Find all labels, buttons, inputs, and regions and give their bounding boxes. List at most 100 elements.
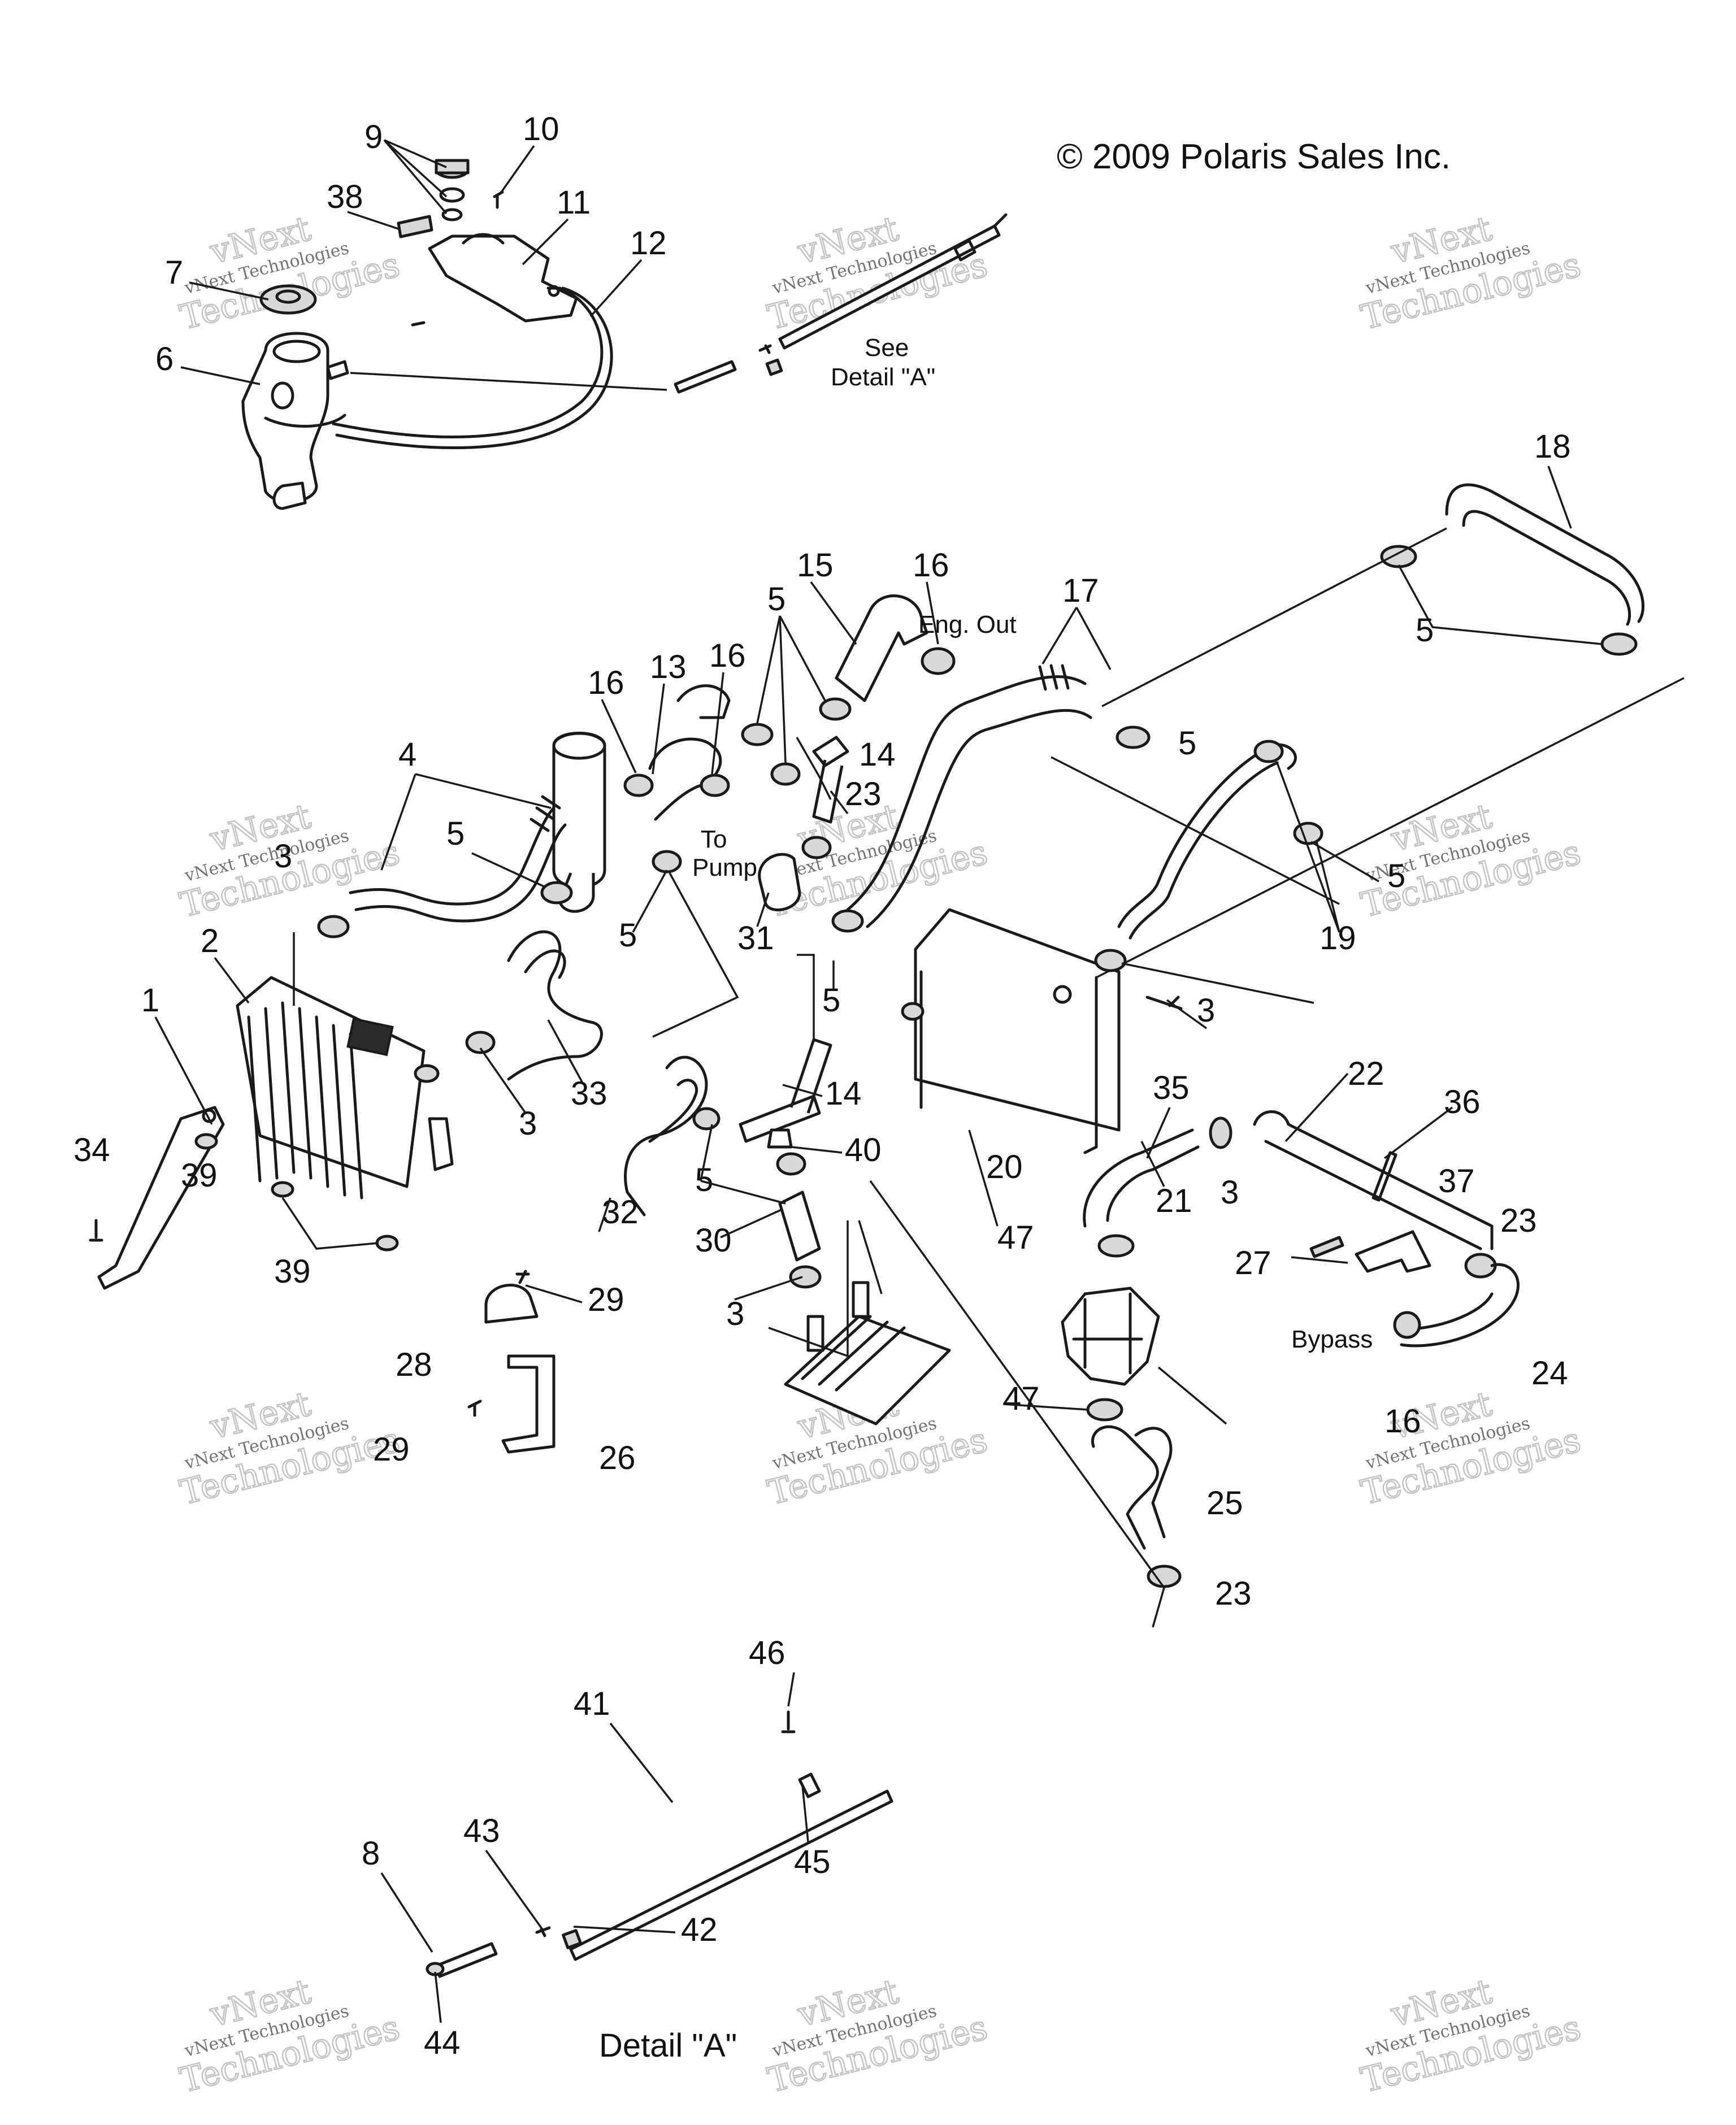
- callout-numbers: 9 10 38 11 7 12 6 18 15 16 17 5 13 16 16…: [73, 111, 1571, 2061]
- leader-line: [797, 954, 815, 1040]
- watermark: vNext vNext Technologies Technologies: [1357, 1971, 1586, 2101]
- watermark: vNext vNext Technologies Technologies: [176, 1971, 405, 2101]
- coolant-hose-22: [1253, 1110, 1494, 1250]
- tube-clamp-45: [798, 1772, 821, 1798]
- leader-line: [787, 1672, 795, 1707]
- callout-number: 43: [463, 1813, 500, 1849]
- engine-outlet-hose: [741, 594, 956, 911]
- hose-clamp: [741, 723, 774, 746]
- watermark: vNext vNext Technologies Technologies: [176, 1384, 405, 1514]
- leader-line: [801, 1785, 809, 1842]
- callout-number: 27: [1235, 1245, 1271, 1281]
- leader-line: [700, 1124, 786, 1205]
- leader-line: [652, 683, 665, 775]
- callout-number: 2: [201, 923, 219, 959]
- leader-line: [1291, 1256, 1348, 1264]
- engine-out-label: Eng. Out: [918, 611, 1017, 638]
- radiator-fins: [247, 1001, 363, 1200]
- leader-line: [926, 581, 939, 645]
- decal: [1309, 1236, 1344, 1258]
- callout-number: 16: [588, 664, 624, 701]
- hose-19: [1094, 740, 1323, 1010]
- leader-line: [810, 581, 857, 645]
- leader-line: [768, 1220, 883, 1358]
- callout-number: 17: [1062, 572, 1099, 609]
- hose-clamp: [801, 836, 832, 859]
- leader-line: [601, 699, 637, 773]
- leader-line: [1398, 564, 1603, 645]
- leader-line: [1121, 962, 1314, 1004]
- grommet: [271, 1181, 294, 1198]
- leader-line: [1284, 1072, 1349, 1142]
- breather-tube: [674, 360, 737, 394]
- leader-line: [1383, 1106, 1453, 1159]
- pump-detail: [1072, 1292, 1143, 1375]
- mount-bracket: [501, 1354, 555, 1454]
- leader-line: [711, 672, 724, 775]
- tube-end: [993, 213, 1008, 228]
- callout-number: 29: [373, 1431, 410, 1468]
- tee-fitting: [739, 1038, 832, 1143]
- leader-line: [796, 737, 832, 800]
- hose-clamp: [1094, 949, 1127, 972]
- see-detail-label: Detail "A": [831, 363, 935, 391]
- leader-line: [189, 281, 269, 301]
- clip-43: [535, 1926, 551, 1937]
- radiator-group: [89, 795, 573, 1290]
- callout-number: 21: [1156, 1183, 1192, 1219]
- bolt: [515, 1270, 530, 1284]
- radiator-hose-upper-edge: [354, 823, 567, 923]
- callout-number: 26: [599, 1440, 636, 1476]
- callout-number: 41: [574, 1685, 610, 1722]
- hose-clamp: [1253, 740, 1284, 763]
- leader-line: [471, 852, 546, 888]
- callout-number: 35: [1153, 1070, 1190, 1106]
- hose-clamp: [1116, 725, 1151, 749]
- leader-line: [1096, 677, 1685, 979]
- bolt: [89, 1219, 103, 1242]
- leader-line: [547, 1019, 583, 1083]
- coolant-hose-21-edge: [1106, 1145, 1200, 1222]
- hose-clamp: [770, 762, 801, 786]
- hose-clamp: [623, 773, 654, 797]
- callout-number: 28: [396, 1346, 432, 1383]
- leader-line: [734, 1276, 803, 1301]
- leader-line: [1002, 1403, 1088, 1411]
- callout-number: 5: [1387, 858, 1405, 894]
- callout-number: 44: [424, 2024, 461, 2061]
- screw: [411, 321, 426, 327]
- leader-line: [830, 790, 849, 815]
- tie-strap: [1372, 1151, 1398, 1202]
- oil-cooler: [768, 1220, 951, 1426]
- leader-line: [782, 1084, 823, 1097]
- callout-number: 32: [602, 1194, 639, 1231]
- reservoir-nipple: [326, 360, 349, 380]
- callout-number: 3: [519, 1105, 537, 1142]
- radiator-hose-lower-edge: [524, 949, 566, 979]
- hose-clamp: [1209, 1116, 1232, 1149]
- leader-line: [609, 1722, 674, 1804]
- hose-fitting: [767, 1128, 793, 1149]
- fitting-42: [562, 1929, 582, 1949]
- callout-number: 47: [1003, 1380, 1040, 1417]
- callout-number: 14: [825, 1075, 862, 1112]
- callout-number: 3: [1221, 1174, 1239, 1211]
- coolant-hose-edge: [648, 1079, 698, 1143]
- callout-number: 29: [588, 1281, 624, 1318]
- leader-line: [434, 1971, 442, 2023]
- callout-number: 39: [274, 1253, 311, 1290]
- coolant-hose: [1117, 743, 1297, 928]
- hose-clamp: [1293, 822, 1323, 845]
- reservoir-cap-body: [435, 159, 470, 175]
- leader-line: [869, 1180, 1165, 1628]
- reservoir-neck: [272, 340, 321, 363]
- callout-number: 5: [446, 815, 465, 852]
- callout-number: 3: [274, 838, 292, 875]
- reservoir-outlet: [272, 481, 307, 510]
- coolant-hose-21: [1083, 1128, 1194, 1228]
- watermark: vNext vNext Technologies Technologies: [176, 208, 405, 338]
- callout-number: 5: [1416, 612, 1434, 649]
- radiator-support-bracket: [97, 1106, 225, 1290]
- hose-clamp: [652, 850, 682, 874]
- leader-line: [499, 145, 535, 195]
